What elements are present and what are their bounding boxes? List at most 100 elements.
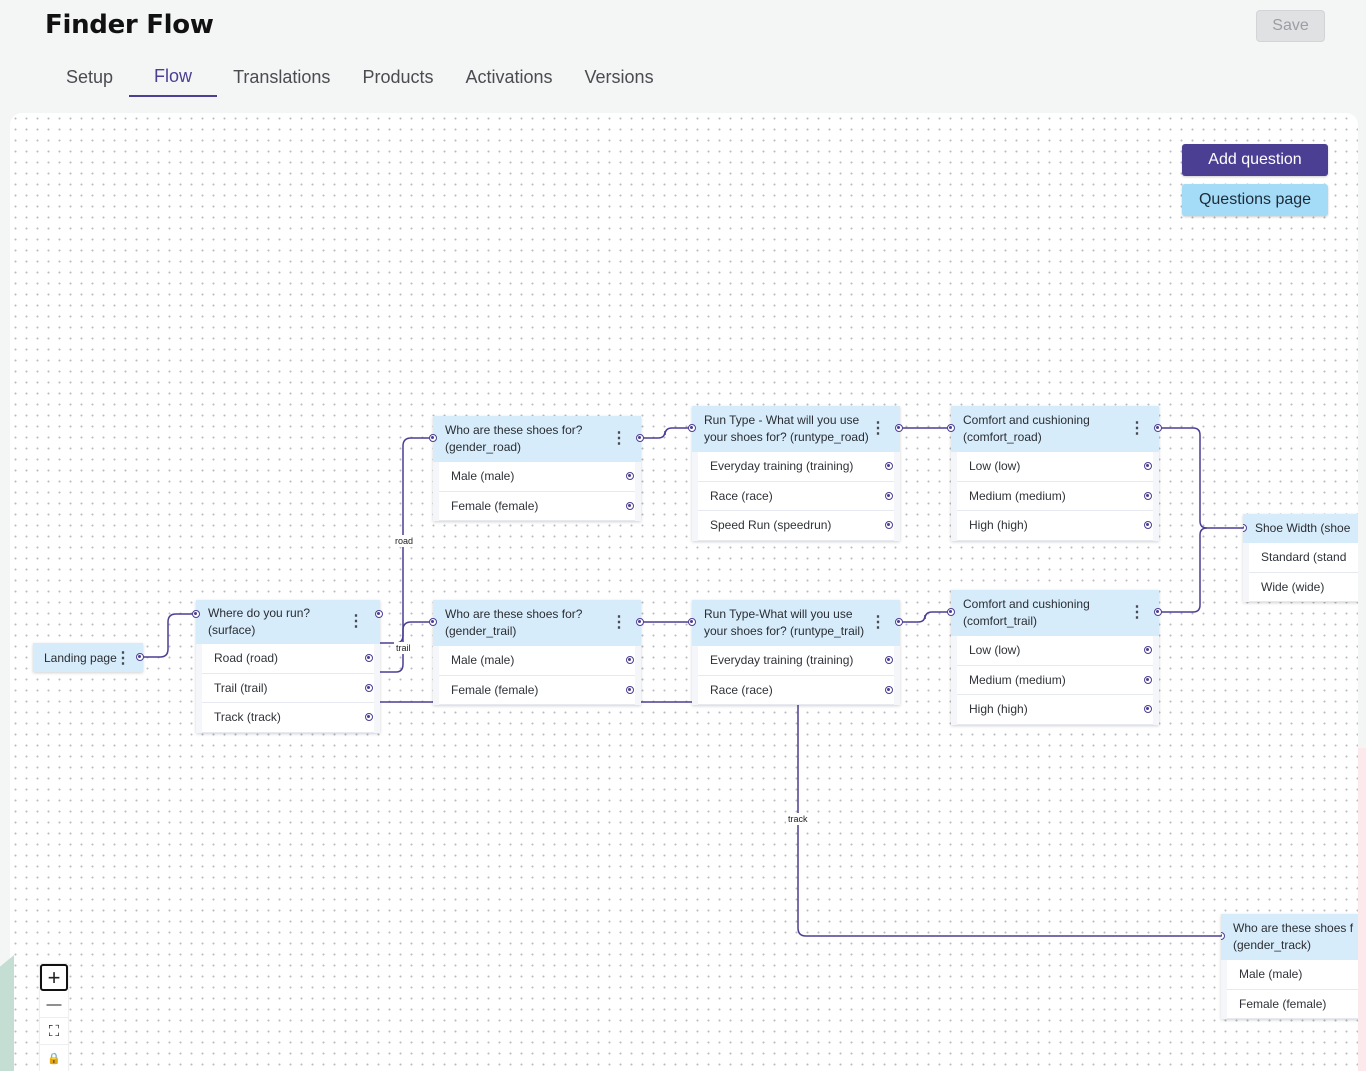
more-vertical-icon[interactable]: ⋮ bbox=[870, 614, 886, 631]
tab-activations[interactable]: Activations bbox=[465, 67, 553, 87]
option-handle[interactable] bbox=[885, 521, 893, 529]
option-item[interactable]: Female (female) bbox=[1227, 989, 1358, 1019]
node-header[interactable]: Shoe Width (shoe bbox=[1243, 514, 1358, 543]
option-handle[interactable] bbox=[365, 683, 373, 692]
option-handle[interactable] bbox=[626, 656, 634, 664]
add-question-button[interactable]: Add question bbox=[1182, 144, 1328, 176]
output-handle[interactable] bbox=[1154, 608, 1162, 616]
more-vertical-icon[interactable]: ⋮ bbox=[115, 649, 131, 667]
output-handle[interactable] bbox=[1154, 424, 1162, 432]
more-vertical-icon[interactable]: ⋮ bbox=[1129, 604, 1145, 621]
option-handle[interactable] bbox=[1144, 521, 1152, 529]
input-handle[interactable] bbox=[947, 424, 955, 432]
option-item[interactable]: Everyday training (training) bbox=[698, 452, 894, 482]
option-item[interactable]: Speed Run (speedrun) bbox=[698, 511, 894, 541]
node-header[interactable]: Who are these shoes for? (gender_road) ⋮ bbox=[429, 416, 644, 462]
option-item[interactable]: Female (female) bbox=[439, 675, 635, 705]
option-handle[interactable] bbox=[626, 472, 634, 480]
option-item[interactable]: Trail (trail) bbox=[202, 673, 374, 703]
node-header[interactable]: Where do you run? (surface) ⋮ bbox=[192, 600, 383, 644]
option-item[interactable]: Road (road) bbox=[202, 644, 374, 674]
tab-versions[interactable]: Versions bbox=[584, 67, 654, 87]
tab-flow[interactable]: Flow bbox=[129, 58, 218, 97]
input-handle[interactable] bbox=[1243, 524, 1247, 532]
question-node-gender-trail[interactable]: Who are these shoes for? (gender_trail) … bbox=[429, 600, 644, 705]
input-handle[interactable] bbox=[192, 610, 200, 618]
question-node-gender-road[interactable]: Who are these shoes for? (gender_road) ⋮… bbox=[429, 416, 644, 521]
question-node-comfort-road[interactable]: Comfort and cushioning (comfort_road) ⋮ … bbox=[947, 406, 1162, 541]
option-item[interactable]: High (high) bbox=[957, 511, 1153, 541]
question-node-runtype-road[interactable]: Run Type - What will you use your shoes … bbox=[688, 406, 903, 541]
option-item[interactable]: Everyday training (training) bbox=[698, 646, 894, 676]
more-vertical-icon[interactable]: ⋮ bbox=[870, 420, 886, 437]
lock-button[interactable]: 🔒 bbox=[40, 1045, 68, 1071]
question-node-comfort-trail[interactable]: Comfort and cushioning (comfort_trail) ⋮… bbox=[947, 590, 1162, 725]
tab-translations[interactable]: Translations bbox=[233, 67, 331, 87]
flow-canvas[interactable]: road trail track Add question Questions … bbox=[10, 113, 1358, 1071]
input-handle[interactable] bbox=[1221, 932, 1225, 940]
fit-view-button[interactable]: ⛶ bbox=[40, 1018, 68, 1045]
option-handle[interactable] bbox=[885, 491, 893, 500]
option-item[interactable]: Female (female) bbox=[439, 491, 635, 521]
option-handle[interactable] bbox=[1144, 705, 1152, 713]
option-handle[interactable] bbox=[365, 713, 373, 721]
node-header[interactable]: Comfort and cushioning (comfort_road) ⋮ bbox=[947, 406, 1162, 452]
input-handle[interactable] bbox=[429, 434, 437, 442]
zoom-out-button[interactable]: — bbox=[40, 991, 68, 1018]
node-header[interactable]: Who are these shoes for? (gender_trail) … bbox=[429, 600, 644, 646]
question-node-surface[interactable]: Where do you run? (surface) ⋮ Road (road… bbox=[192, 600, 383, 733]
option-handle[interactable] bbox=[885, 656, 893, 664]
more-vertical-icon[interactable]: ⋮ bbox=[1129, 420, 1145, 437]
save-button[interactable]: Save bbox=[1256, 10, 1325, 42]
question-node-shoe-width[interactable]: Shoe Width (shoe Standard (stand Wide (w… bbox=[1243, 514, 1358, 602]
option-handle[interactable] bbox=[365, 654, 373, 662]
option-item[interactable]: Medium (medium) bbox=[957, 665, 1153, 695]
option-item[interactable]: High (high) bbox=[957, 695, 1153, 725]
input-handle[interactable] bbox=[429, 618, 437, 626]
more-vertical-icon[interactable]: ⋮ bbox=[611, 430, 627, 447]
option-item[interactable]: Race (race) bbox=[698, 675, 894, 705]
input-handle[interactable] bbox=[947, 608, 955, 616]
option-item[interactable]: Race (race) bbox=[698, 481, 894, 511]
output-handle[interactable] bbox=[375, 610, 383, 618]
questions-page-button[interactable]: Questions page bbox=[1182, 184, 1328, 216]
zoom-in-button[interactable]: + bbox=[40, 964, 68, 991]
output-handle[interactable] bbox=[895, 618, 903, 626]
option-item[interactable]: Medium (medium) bbox=[957, 481, 1153, 511]
input-handle[interactable] bbox=[688, 424, 696, 432]
option-item[interactable]: Low (low) bbox=[957, 636, 1153, 666]
option-handle[interactable] bbox=[885, 462, 893, 470]
input-handle[interactable] bbox=[688, 618, 696, 626]
option-item[interactable]: Standard (stand bbox=[1249, 543, 1358, 573]
node-header[interactable]: Run Type - What will you use your shoes … bbox=[688, 406, 903, 452]
output-handle[interactable] bbox=[895, 424, 903, 432]
node-header[interactable]: Who are these shoes f (gender_track) bbox=[1221, 914, 1358, 960]
output-handle[interactable] bbox=[136, 653, 144, 661]
option-item[interactable]: Male (male) bbox=[439, 646, 635, 676]
option-item[interactable]: Track (track) bbox=[202, 703, 374, 733]
option-handle[interactable] bbox=[1144, 462, 1152, 470]
option-item[interactable]: Male (male) bbox=[1227, 960, 1358, 990]
question-node-runtype-trail[interactable]: Run Type-What will you use your shoes fo… bbox=[688, 600, 903, 705]
more-vertical-icon[interactable]: ⋮ bbox=[348, 613, 364, 630]
option-item[interactable]: Male (male) bbox=[439, 462, 635, 492]
output-handle[interactable] bbox=[636, 434, 644, 442]
option-label: Female (female) bbox=[451, 498, 539, 513]
option-handle[interactable] bbox=[1144, 646, 1152, 654]
tab-setup[interactable]: Setup bbox=[66, 67, 114, 87]
option-item[interactable]: Wide (wide) bbox=[1249, 572, 1358, 602]
landing-page-node[interactable]: Landing page ⋮ bbox=[33, 643, 144, 672]
option-handle[interactable] bbox=[626, 501, 634, 510]
option-handle[interactable] bbox=[885, 685, 893, 694]
question-node-gender-track[interactable]: Who are these shoes f (gender_track) Mal… bbox=[1221, 914, 1358, 1019]
edge-runtype-trail-comfort bbox=[900, 611, 951, 623]
node-header[interactable]: Comfort and cushioning (comfort_trail) ⋮ bbox=[947, 590, 1162, 636]
output-handle[interactable] bbox=[636, 618, 644, 626]
option-item[interactable]: Low (low) bbox=[957, 452, 1153, 482]
option-handle[interactable] bbox=[626, 685, 634, 694]
option-handle[interactable] bbox=[1144, 675, 1152, 684]
node-header[interactable]: Run Type-What will you use your shoes fo… bbox=[688, 600, 903, 646]
more-vertical-icon[interactable]: ⋮ bbox=[611, 614, 627, 631]
option-handle[interactable] bbox=[1144, 491, 1152, 500]
tab-products[interactable]: Products bbox=[362, 67, 434, 87]
